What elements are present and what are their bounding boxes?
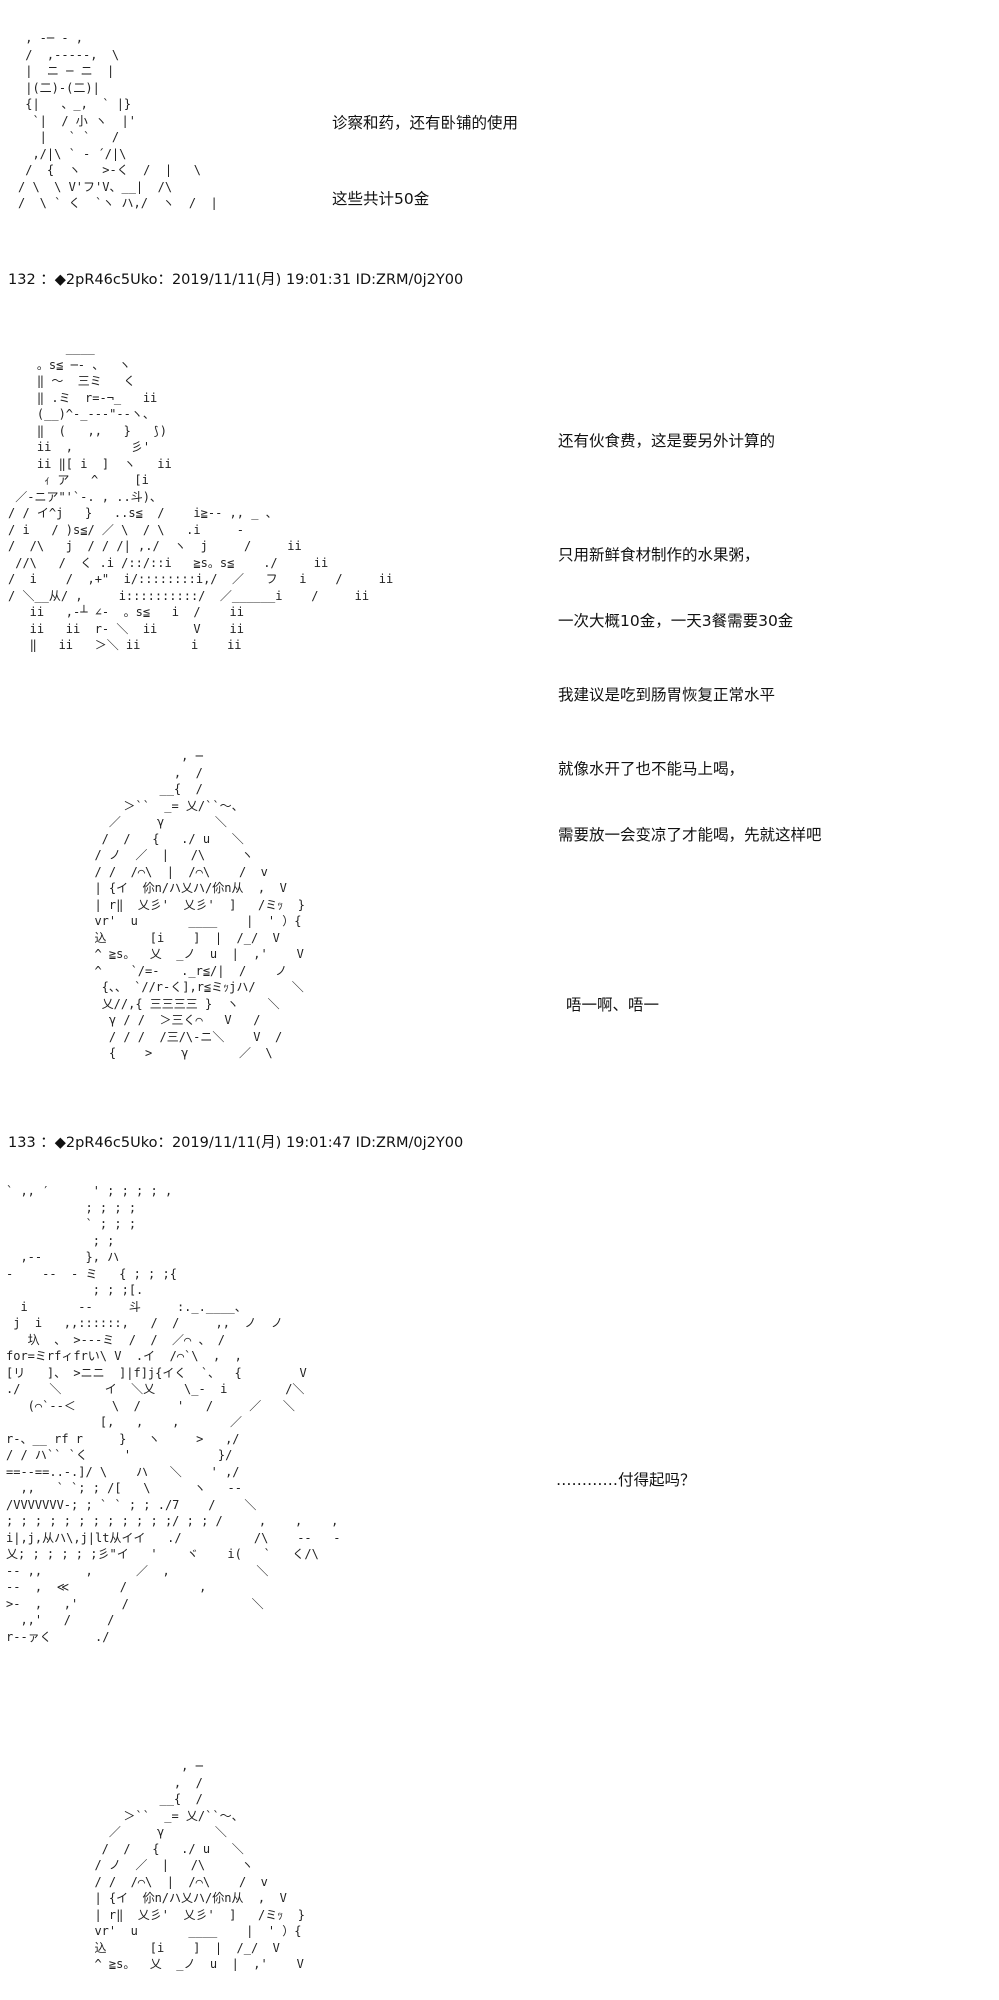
dialog-text: 诊察和药，还有卧铺的使用 这些共计50金: [332, 68, 518, 254]
post-1: , -─ - , / ,-‐-‐-, \ | ニ ─ ニ | |(二)-(二)|…: [0, 0, 999, 280]
post-3: , ─ , / __{ / ＞`` _= 乂/``～、 ／ γ ＼ / / { …: [0, 748, 999, 1128]
ascii-art-scene: ` ,, ′ ' ; ; ; ; , ; ; ; ; ` ; ; ; ; ; ,…: [6, 1184, 341, 1644]
dialog-line: 唔一啊、唔一: [566, 996, 660, 1014]
dialog-line: 需要放一会变凉了才能喝，先就这样吧: [558, 826, 822, 844]
dialog-text: …………付得起吗？: [556, 1425, 696, 1535]
ascii-art-character: ____ 。s≦ ─- 、 ヽ ‖ ～ 三ミ く ‖ .ミ r=‐¬_ ii (…: [8, 341, 394, 652]
dialog-line: 这些共计50金: [332, 190, 430, 208]
dialog-line: 就像水开了也不能马上喝，: [558, 760, 745, 778]
dialog-text: 还有伙食费，这是要另外计算的 只用新鲜食材制作的水果粥， 一次大概10金，一天3…: [558, 386, 822, 890]
ascii-art-character: , -─ - , / ,-‐-‐-, \ | ニ ─ ニ | |(二)-(二)|…: [18, 31, 218, 210]
post-4: 133 ：◆2pR46c5Uko：2019/11/11(月) 19:01:47 …: [0, 1131, 999, 1731]
dialog-line: …………付得起吗？: [556, 1471, 696, 1489]
post-header: 132 ：◆2pR46c5Uko：2019/11/11(月) 19:01:31 …: [8, 272, 464, 288]
dialog-line: 还有伙食费，这是要另外计算的: [558, 432, 776, 450]
post-header: 133 ：◆2pR46c5Uko：2019/11/11(月) 19:01:47 …: [8, 1135, 464, 1151]
ascii-art-character: , ─ , / __{ / ＞`` _= 乂/``～、 ／ γ ＼ / / { …: [94, 749, 305, 1060]
post-2: 132 ：◆2pR46c5Uko：2019/11/11(月) 19:01:31 …: [0, 268, 999, 844]
dialog-line: 诊察和药，还有卧铺的使用: [332, 114, 519, 132]
dialog-line: 只用新鲜食材制作的水果粥，: [558, 546, 760, 564]
post-5: , ─ , / __{ / ＞`` _= 乂/``～、 ／ γ ＼ / / { …: [0, 1758, 999, 2000]
ascii-art-character: , ─ , / __{ / ＞`` _= 乂/``～、 ／ γ ＼ / / { …: [94, 1759, 305, 1971]
dialog-line: 一次大概10金，一天3餐需要30金: [558, 612, 794, 630]
dialog-line: 我建议是吃到肠胃恢复正常水平: [558, 686, 776, 704]
dialog-text: 唔一啊、唔一: [566, 950, 659, 1060]
